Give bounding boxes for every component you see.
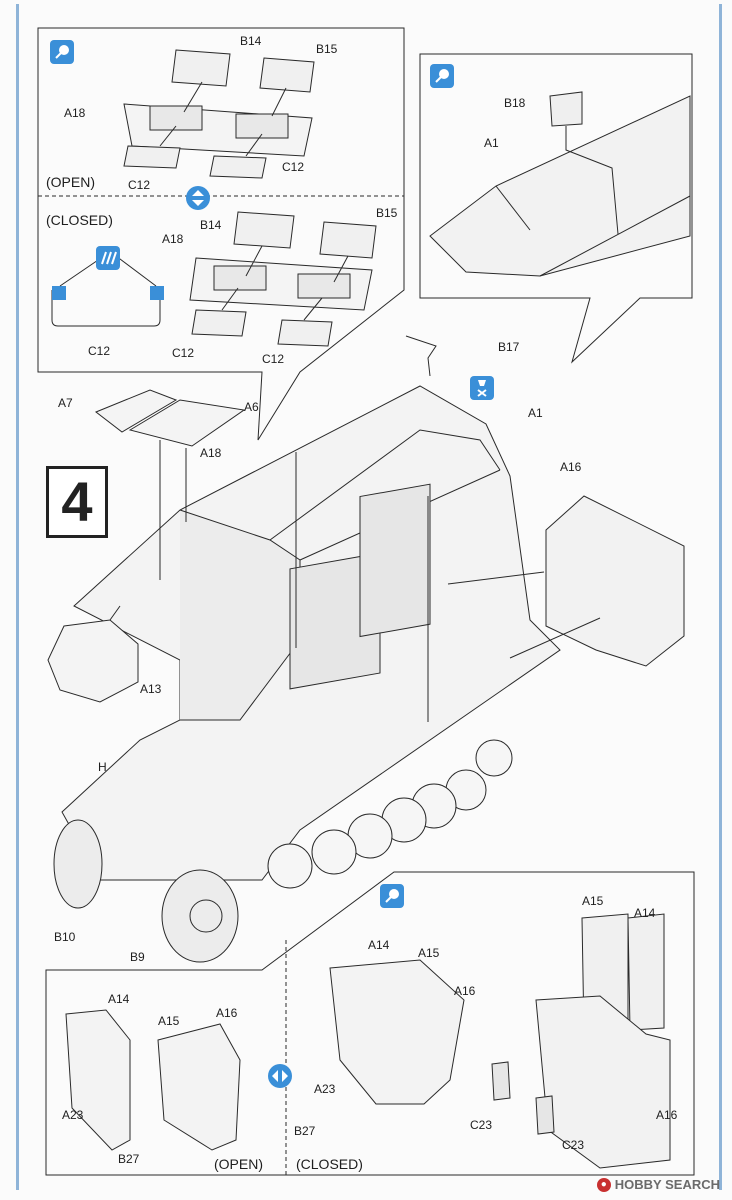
part-label-a16: A16: [454, 984, 476, 998]
choose-option-icon: [268, 1064, 292, 1088]
part-label-b15: B15: [316, 42, 338, 56]
part-label-a7: A7: [58, 396, 73, 410]
callout-box-right: [419, 53, 693, 364]
part-label-a1: A1: [528, 406, 543, 420]
part-label-a15: A15: [582, 894, 604, 908]
part-label-c23: C23: [470, 1118, 493, 1132]
part-label-a23: A23: [62, 1108, 84, 1122]
open-label: (OPEN): [46, 174, 95, 190]
open-label-bottom: (OPEN): [214, 1156, 263, 1172]
step-number: 4: [46, 466, 108, 538]
hobby-search-logo-icon: ●: [596, 1177, 611, 1192]
paint-icon: [96, 246, 120, 270]
part-label-a14: A14: [634, 906, 656, 920]
part-label-a18: A18: [64, 106, 86, 120]
watermark-text: HOBBY SEARCH: [614, 1177, 720, 1192]
part-label-a14: A14: [368, 938, 390, 952]
part-label-b14: B14: [200, 218, 222, 232]
part-label-b27: B27: [118, 1152, 140, 1166]
part-label-a15: A15: [418, 946, 440, 960]
part-label-c23: C23: [562, 1138, 585, 1152]
part-label-c12: C12: [172, 346, 195, 360]
part-label-a14: A14: [108, 992, 130, 1006]
part-label-b9: B9: [130, 950, 145, 964]
remove-icon: [470, 376, 494, 400]
part-label-a16: A16: [560, 460, 582, 474]
part-label-a13: A13: [140, 682, 162, 696]
callout-box-bottom: [45, 871, 695, 1176]
glue-icon: [430, 64, 454, 88]
part-label-a23: A23: [314, 1082, 336, 1096]
part-label-c12: C12: [128, 178, 151, 192]
glue-icon: [380, 884, 404, 908]
glue-icon: [50, 40, 74, 64]
choose-option-icon: [186, 186, 210, 210]
part-label-a18: A18: [162, 232, 184, 246]
part-label-c12: C12: [88, 344, 111, 358]
part-label-b14: B14: [240, 34, 262, 48]
part-label-b10: B10: [54, 930, 76, 944]
part-label-b17: B17: [498, 340, 520, 354]
part-label-a16: A16: [216, 1006, 238, 1020]
callout-box-left: [37, 27, 405, 441]
part-label-h: H: [98, 760, 107, 774]
part-label-b27: B27: [294, 1124, 316, 1138]
part-label-c12: C12: [262, 352, 285, 366]
watermark: ● HOBBY SEARCH: [596, 1177, 720, 1192]
part-label-a15: A15: [158, 1014, 180, 1028]
page-border: [16, 4, 722, 1190]
front-wheels: [53, 819, 239, 963]
part-label-a6: A6: [244, 400, 259, 414]
closed-label: (CLOSED): [46, 212, 113, 228]
closed-label-bottom: (CLOSED): [296, 1156, 363, 1172]
road-wheels: [267, 739, 513, 889]
part-label-a1: A1: [484, 136, 499, 150]
part-label-a16: A16: [656, 1108, 678, 1122]
part-label-c12: C12: [282, 160, 305, 174]
part-label-a18: A18: [200, 446, 222, 460]
part-label-b18: B18: [504, 96, 526, 110]
part-label-b15: B15: [376, 206, 398, 220]
